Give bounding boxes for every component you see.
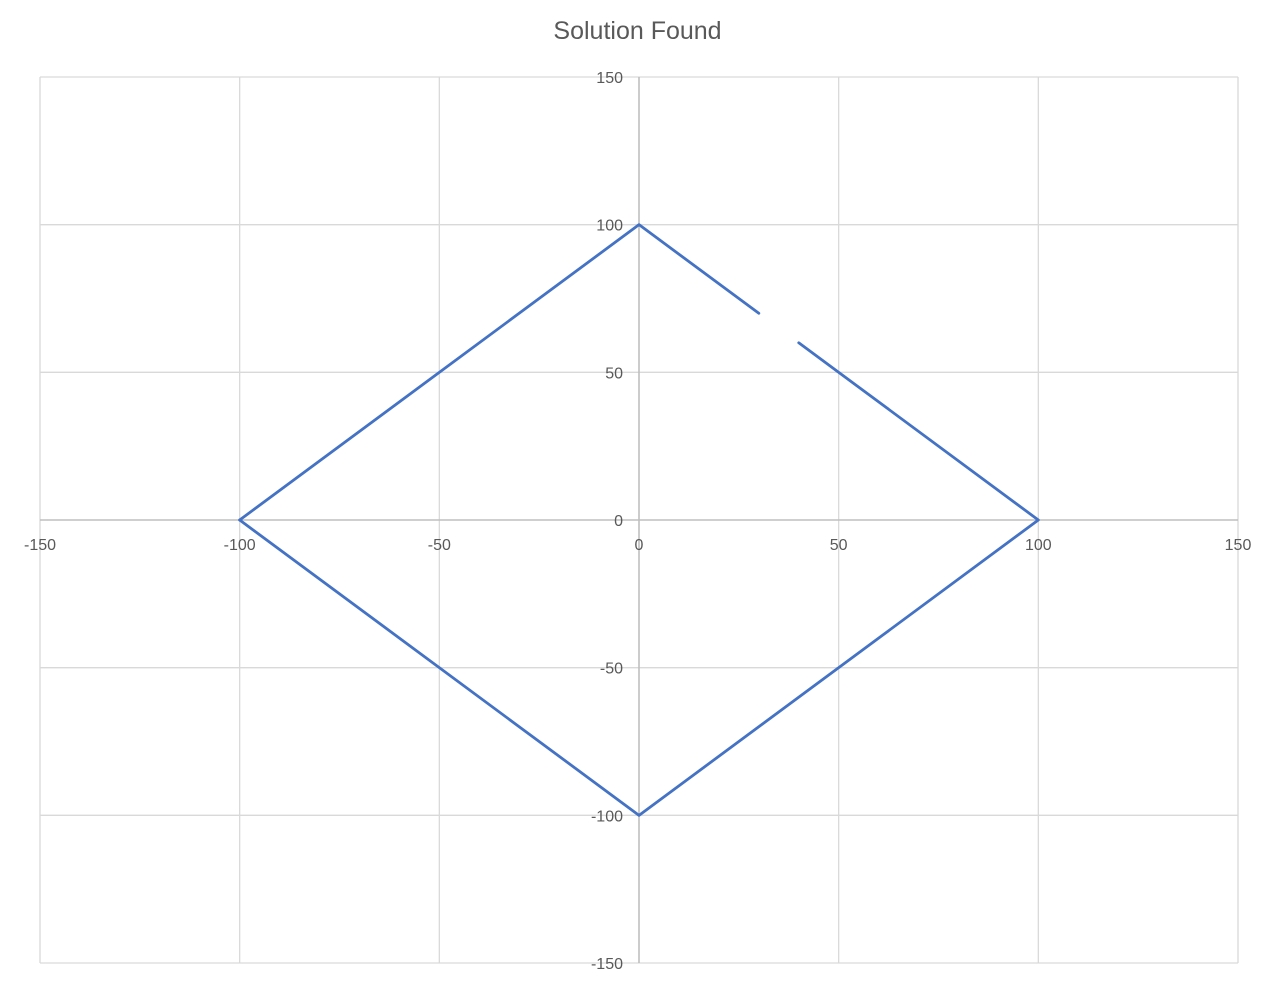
x-tick-label: -100 [224, 537, 256, 554]
series-line-segment [238, 341, 1040, 817]
y-tick-label: -50 [600, 661, 623, 678]
y-tick-label: 50 [605, 365, 623, 382]
x-tick-label: 100 [1025, 537, 1052, 554]
x-tick-label: -50 [428, 537, 451, 554]
y-tick-label: -100 [591, 808, 623, 825]
y-tick-label: 0 [614, 513, 623, 530]
y-tick-label: 100 [596, 218, 623, 235]
axes [40, 77, 1238, 963]
tick-labels: -150 -100 -50 0 50 100 150 -150 -100 -50 0 50 100 150 [24, 70, 1251, 973]
chart-title: Solution Found [553, 17, 722, 45]
x-tick-label: 50 [830, 537, 848, 554]
x-tick-label: 150 [1225, 537, 1252, 554]
series-line-segment [238, 223, 761, 522]
x-tick-label: -150 [24, 537, 56, 554]
series-lines [238, 223, 1040, 817]
y-tick-label: -150 [591, 956, 623, 973]
x-tick-label: 0 [635, 537, 644, 554]
y-tick-label: 150 [596, 70, 623, 87]
